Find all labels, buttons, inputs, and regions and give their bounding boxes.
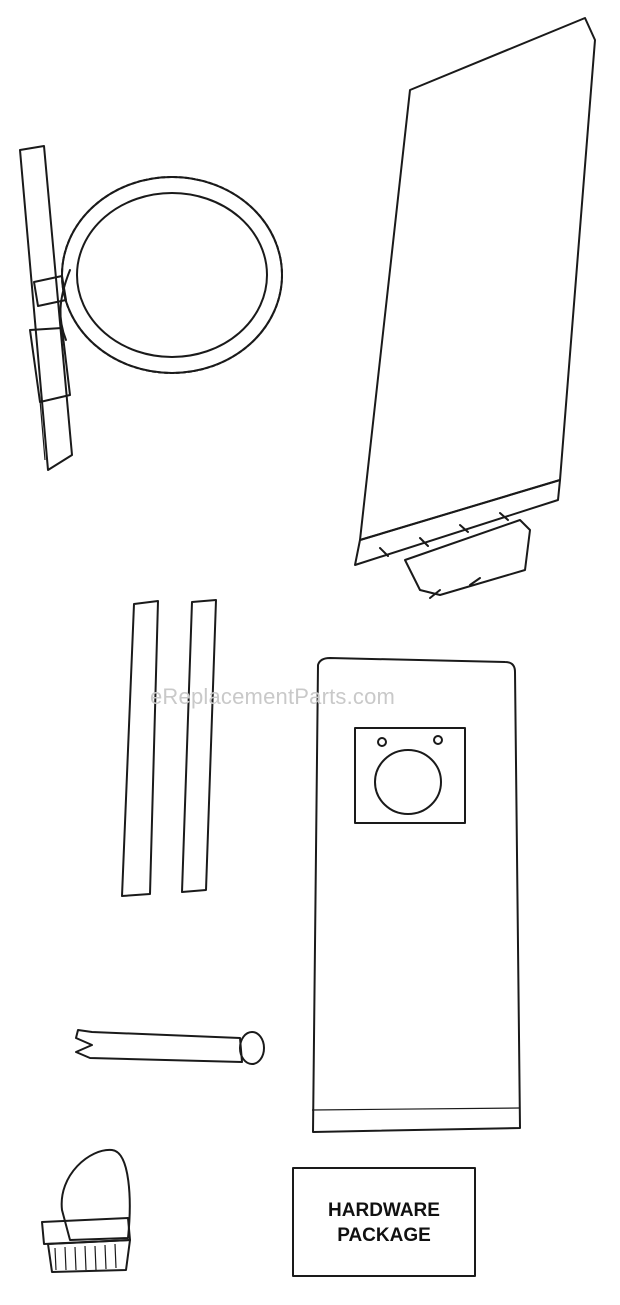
hardware-package-line1: HARDWARE [328,1200,440,1221]
crevice-tool [75,1029,265,1065]
wand-left [121,600,159,897]
hardware-package-line2: PACKAGE [337,1225,431,1246]
bag-housing [354,17,596,599]
dusting-brush [41,1148,131,1273]
hardware-package [292,1167,476,1277]
hose-assembly [19,145,283,471]
paper-bag [311,657,521,1133]
wand-right [181,599,217,893]
hardware-package-label: HARDWARE PACKAGE [296,1198,472,1248]
watermark: eReplacementParts.com [150,684,396,709]
